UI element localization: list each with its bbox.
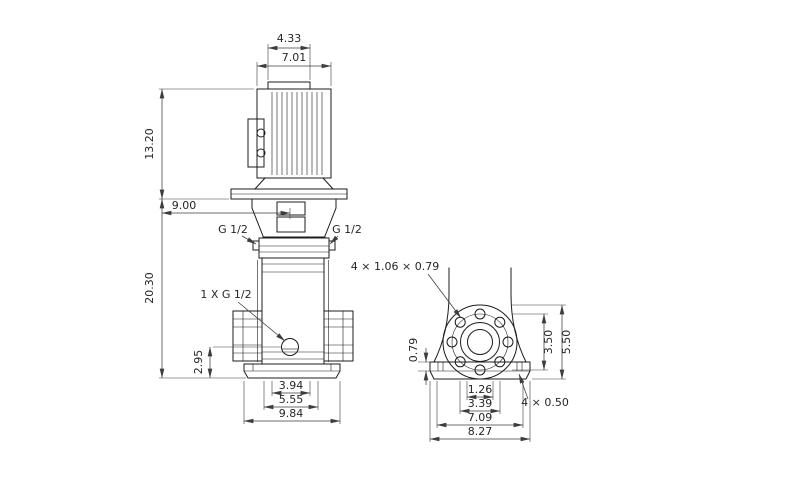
- dim-clearance-value: 9.00: [172, 199, 197, 212]
- bolt-hole: [494, 316, 506, 328]
- discharge-flange-holes: [324, 311, 353, 361]
- lantern-outline: [251, 198, 337, 238]
- dim-motor-width: 7.01: [256, 51, 332, 86]
- dim-port-flange-width-value: 3.94: [279, 379, 304, 392]
- extension-line: [436, 381, 524, 428]
- dim-hole-spacing: 7.09: [436, 381, 524, 428]
- dim-base-width-side-value: 9.84: [279, 407, 304, 420]
- port-boss-left: [252, 240, 260, 251]
- dim-plate-thickness-value: 0.79: [407, 338, 420, 363]
- dim-foot-width-value: 5.55: [279, 393, 304, 406]
- pump-outline: [433, 267, 527, 363]
- drain-plug: [281, 338, 299, 356]
- leader-line: [427, 273, 462, 319]
- motor-foot-taper: [254, 177, 334, 190]
- base-plate-end-lines: [430, 362, 530, 372]
- dim-motor-height-value: 13.20: [143, 128, 156, 160]
- bolt-hole: [474, 364, 486, 376]
- dim-motor-height: 13.20: [143, 88, 254, 200]
- suction-flange: [232, 310, 263, 362]
- extension-line: [243, 381, 341, 424]
- dim-bolt-circle: 3.50: [512, 313, 555, 371]
- dim-flange-height: 5.50: [512, 304, 573, 380]
- base-holes-callout: 4 × 0.50: [518, 373, 569, 409]
- right-port-label: G 1/2: [332, 223, 362, 236]
- terminal-screw-top: [256, 128, 266, 138]
- right-port-callout: G 1/2: [329, 223, 362, 245]
- flange-slots-callout: 4 × 1.06 × 0.79: [351, 260, 462, 319]
- dim-foot-width: 5.55: [263, 381, 319, 410]
- extension-line: [429, 381, 531, 442]
- leader-line: [518, 373, 529, 400]
- suction-flange-holes: [233, 311, 262, 361]
- left-port-callout: G 1/2: [218, 223, 257, 245]
- leader-line: [329, 235, 339, 245]
- dim-bolt-spacing: 3.39: [459, 381, 501, 414]
- bolt-hole: [502, 336, 514, 348]
- bolt-hole: [494, 356, 506, 368]
- dim-plate-thickness: 0.79: [407, 338, 431, 385]
- dim-bore-width: 1.26: [466, 381, 494, 400]
- drain-port-label: 1 X G 1/2: [200, 288, 251, 301]
- coupling-lower: [276, 216, 306, 233]
- side-view: 4.33 7.01 13.20 9.00 20.30: [143, 32, 362, 424]
- drain-port-callout: 1 X G 1/2: [200, 288, 286, 342]
- dim-base-width-end-value: 8.27: [468, 425, 493, 438]
- dim-bolt-spacing-value: 3.39: [468, 397, 493, 410]
- dim-pump-height: 20.30: [143, 198, 246, 379]
- dim-motor-width-value: 7.01: [282, 51, 307, 64]
- chamber-body: [261, 257, 325, 365]
- discharge-flange: [323, 310, 354, 362]
- port-bore: [467, 329, 493, 355]
- extension-line: [159, 88, 254, 200]
- bolt-circle: [451, 313, 509, 371]
- dim-port-flange-width: 3.94: [271, 379, 311, 396]
- bolt-hole: [446, 336, 458, 348]
- dim-fan-cover-width-value: 4.33: [277, 32, 302, 45]
- terminal-screw-bottom: [256, 148, 266, 158]
- base-holes-label: 4 × 0.50: [521, 396, 569, 409]
- dim-drain-height: 2.95: [192, 346, 281, 379]
- extension-line: [459, 381, 501, 414]
- dim-flange-height-value: 5.50: [560, 330, 573, 355]
- dim-fan-cover-width: 4.33: [267, 32, 311, 80]
- extension-line: [418, 361, 431, 372]
- pump-head: [258, 237, 330, 259]
- flange-slots-label: 4 × 1.06 × 0.79: [351, 260, 439, 273]
- base-plate-line: [244, 364, 340, 372]
- end-view: 4 × 1.06 × 0.79 0.79 3.50 5.50 1.26: [351, 260, 573, 442]
- motor-fins: [271, 92, 323, 175]
- leader-line: [241, 235, 257, 245]
- extension-line: [512, 304, 566, 380]
- dim-bolt-circle-value: 3.50: [542, 330, 555, 355]
- motor-body: [256, 88, 332, 179]
- coupling-upper: [276, 201, 306, 216]
- dim-base-width-side: 9.84: [243, 381, 341, 424]
- bolt-hole: [474, 308, 486, 320]
- left-port-label: G 1/2: [218, 223, 248, 236]
- terminal-box: [247, 118, 265, 168]
- dim-pump-height-value: 20.30: [143, 272, 156, 304]
- dim-drain-height-value: 2.95: [192, 350, 205, 375]
- leader-line: [237, 301, 286, 342]
- dim-bore-width-value: 1.26: [468, 383, 493, 396]
- flange-outer: [442, 304, 518, 380]
- pump-head-lines: [259, 245, 329, 253]
- dim-base-width-end: 8.27: [429, 381, 531, 442]
- dim-hole-spacing-value: 7.09: [468, 411, 493, 424]
- motor-fan-cover: [267, 81, 311, 90]
- dim-clearance: 9.00: [161, 199, 291, 219]
- port-ring: [460, 322, 500, 362]
- bolt-hole: [454, 356, 466, 368]
- chamber-lines: [262, 263, 324, 360]
